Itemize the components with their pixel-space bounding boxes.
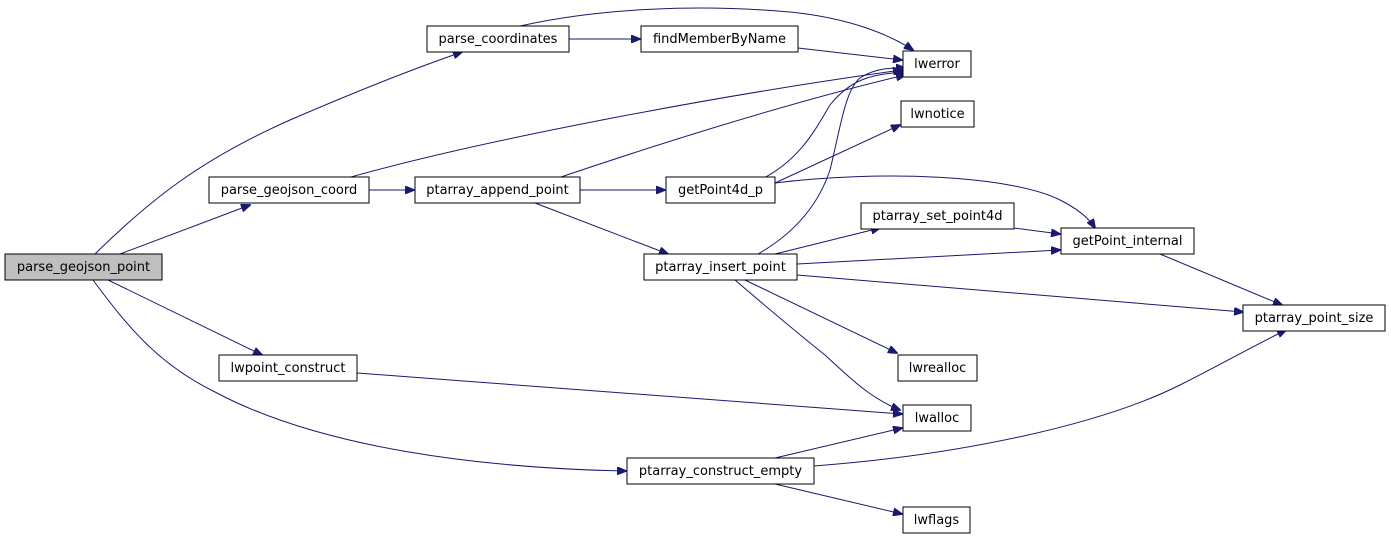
node-label: parse_geojson_point xyxy=(17,260,150,275)
edge-getpoint4d-to-lwerror xyxy=(759,72,905,181)
edge-construct-empty-to-lwalloc xyxy=(774,428,902,459)
edge-getpoint4d-to-lwnotice xyxy=(774,125,900,184)
edge-point-to-ptarray-construct-empty xyxy=(92,279,626,471)
node-ptarray-construct-empty[interactable]: ptarray_construct_empty xyxy=(626,457,815,485)
node-findmembername[interactable]: findMemberByName xyxy=(640,25,799,53)
node-label: getPoint_internal xyxy=(1072,234,1182,249)
node-parse-geojson-point[interactable]: parse_geojson_point xyxy=(4,253,163,281)
edges xyxy=(92,7,1286,514)
node-label: ptarray_append_point xyxy=(426,183,569,198)
edge-point-to-lwpoint-construct xyxy=(107,279,262,355)
edge-point-to-parse-coordinates xyxy=(94,52,462,255)
node-lwnotice[interactable]: lwnotice xyxy=(900,100,975,128)
edge-lwpoint-construct-to-lwalloc xyxy=(356,372,902,414)
edge-parse-coordinates-to-lwerror xyxy=(519,7,913,50)
edge-geojson-coord-to-lwerror xyxy=(339,70,902,181)
node-label: lwflags xyxy=(914,513,960,528)
node-getpoint-internal[interactable]: getPoint_internal xyxy=(1060,227,1195,255)
edge-insert-point-to-lwrealloc xyxy=(744,279,897,353)
node-lwalloc[interactable]: lwalloc xyxy=(902,404,972,432)
node-lwrealloc[interactable]: lwrealloc xyxy=(897,354,978,382)
edge-insert-point-to-point-size xyxy=(796,274,1243,312)
edge-append-point-to-insert-point xyxy=(534,202,668,254)
edge-findmember-to-lwerror xyxy=(797,47,902,60)
edge-insert-point-to-lwalloc xyxy=(734,279,900,410)
node-ptarray-append-point[interactable]: ptarray_append_point xyxy=(414,176,581,204)
edge-construct-empty-to-lwflags xyxy=(774,483,902,514)
node-label: ptarray_insert_point xyxy=(655,260,786,275)
node-label: parse_geojson_coord xyxy=(221,183,358,198)
node-label: getPoint4d_p xyxy=(678,183,763,198)
node-label: ptarray_point_size xyxy=(1255,311,1374,326)
edge-set-point4d-to-getpoint-internal xyxy=(1013,227,1060,234)
node-label: lwerror xyxy=(914,57,960,72)
edge-getpoint-internal-to-point-size xyxy=(1159,253,1282,305)
edge-getpoint4d-to-getpoint-internal xyxy=(774,175,1095,228)
edge-insert-point-to-lwerror xyxy=(757,68,905,255)
edge-insert-point-to-getpoint-internal xyxy=(796,250,1060,265)
edge-insert-point-to-set-point4d xyxy=(774,228,880,255)
node-label: lwrealloc xyxy=(909,361,967,376)
node-parse-coordinates[interactable]: parse_coordinates xyxy=(426,25,570,53)
node-label: findMemberByName xyxy=(653,32,786,47)
node-parse-geojson-coord[interactable]: parse_geojson_coord xyxy=(208,176,370,204)
nodes: parse_geojson_point parse_coordinates pa… xyxy=(4,25,1386,534)
node-label: lwpoint_construct xyxy=(231,361,346,376)
node-label: ptarray_construct_empty xyxy=(639,464,802,479)
node-ptarray-point-size[interactable]: ptarray_point_size xyxy=(1242,304,1386,332)
node-lwpoint-construct[interactable]: lwpoint_construct xyxy=(218,354,358,382)
edge-point-to-parse-geojson-coord xyxy=(119,205,250,255)
edge-construct-empty-to-point-size xyxy=(813,330,1286,467)
edge-append-point-to-lwerror xyxy=(551,75,905,181)
node-label: parse_coordinates xyxy=(439,32,558,47)
node-ptarray-set-point4d[interactable]: ptarray_set_point4d xyxy=(860,202,1015,230)
node-lwflags[interactable]: lwflags xyxy=(902,506,971,534)
node-label: ptarray_set_point4d xyxy=(873,209,1003,224)
node-label: lwnotice xyxy=(910,107,964,122)
node-label: lwalloc xyxy=(915,411,960,426)
node-lwerror[interactable]: lwerror xyxy=(902,50,972,78)
node-getpoint4d-p[interactable]: getPoint4d_p xyxy=(665,176,776,204)
node-ptarray-insert-point[interactable]: ptarray_insert_point xyxy=(643,253,798,281)
